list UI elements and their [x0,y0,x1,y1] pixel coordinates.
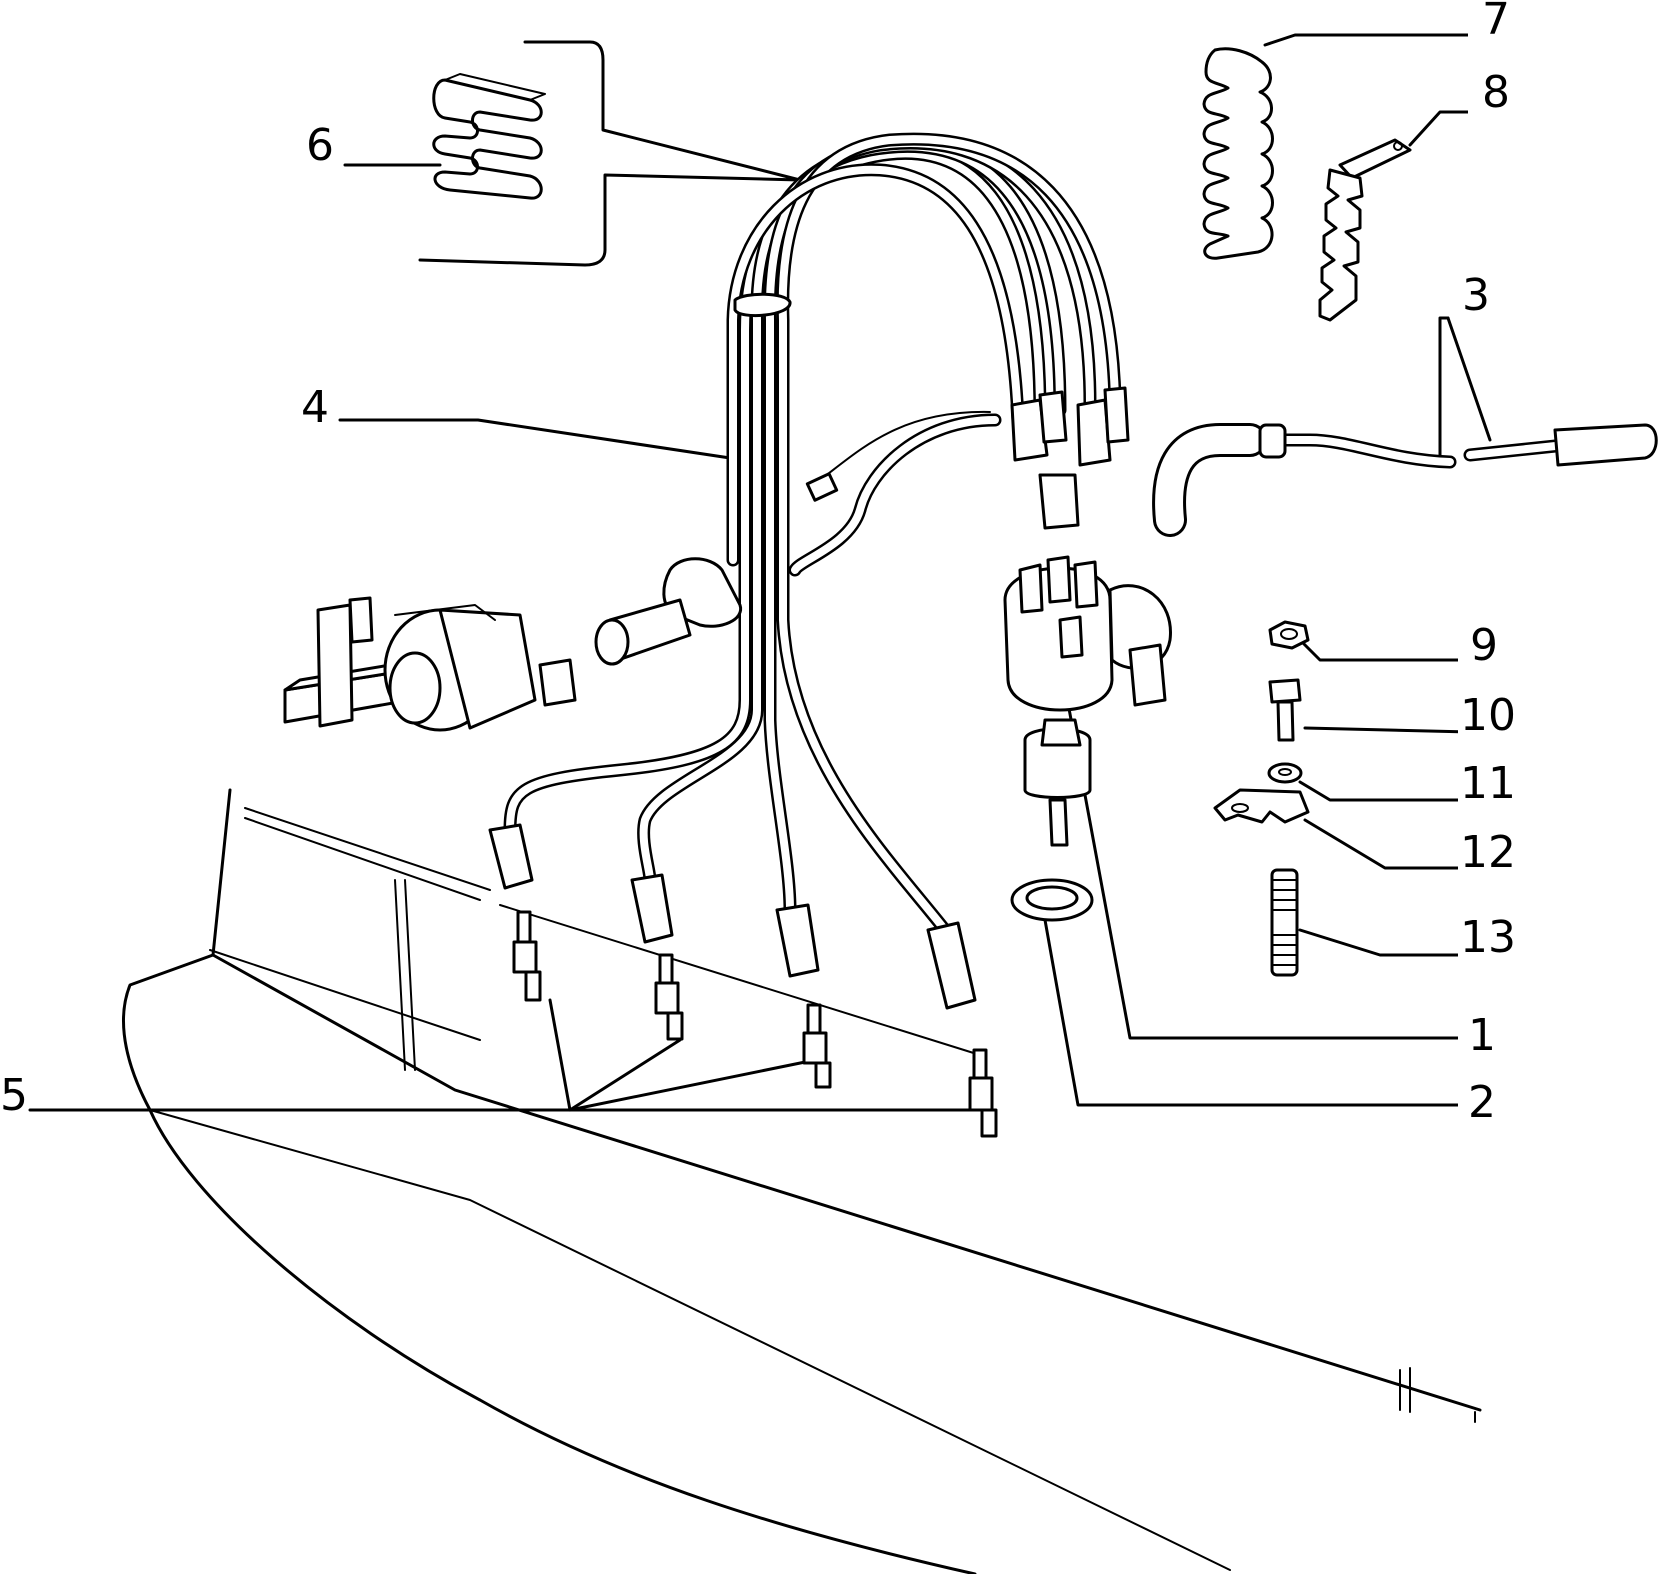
callout-11: 11 [1460,758,1516,809]
leader-1 [1058,658,1472,1040]
spark-plug-2 [654,953,684,1041]
leader-12 [1303,818,1472,870]
coil-lead-3 [1152,423,1658,537]
callout-8: 8 [1482,67,1510,118]
callout-labels: 1 2 3 4 5 6 7 8 9 10 11 12 13 [0,0,1516,1128]
spark-plug-3 [802,1003,832,1089]
leader-5-plug1 [548,998,572,1112]
callout-3: 3 [1462,270,1490,321]
coil-lead-right [1463,423,1658,467]
leader-6-bracket [418,40,802,267]
spark-plug-1 [512,910,542,1002]
leader-lines [28,33,1492,1112]
callout-2: 2 [1468,1077,1496,1128]
car-body-outline [122,788,1482,1574]
wire-coil [726,163,1025,567]
distributor-1 [1003,473,1172,847]
leader-3a [1438,316,1450,464]
callout-9: 9 [1470,620,1498,671]
leader-13 [1298,928,1472,957]
nut-9 [1268,620,1310,650]
callout-13: 13 [1460,912,1516,963]
dist-boot-1 [1010,398,1049,462]
callout-12: 12 [1460,827,1516,878]
ignition-lead-set-4 [488,132,1130,1010]
wire-separator-6 [432,73,546,200]
leader-2 [1043,918,1472,1107]
boot-3 [775,903,820,978]
washer-11 [1267,762,1303,784]
wire-clip [733,292,792,317]
callout-6: 6 [306,120,334,171]
leader-3b [1446,316,1492,442]
leader-10 [1303,726,1472,734]
leader-9 [1298,638,1472,662]
callout-10: 10 [1460,690,1516,741]
dist-boot-4 [1103,386,1130,444]
callout-7: 7 [1482,0,1510,45]
wire-separator-7 [1202,47,1274,260]
leader-8 [1408,110,1482,147]
bracket-separator-8 [1318,138,1412,322]
wire-2 [637,140,1067,887]
spark-plug-4 [968,1048,998,1138]
leader-4 [338,418,732,460]
boot-4 [926,921,977,1010]
leader-5-plug2 [568,1038,682,1112]
callout-1: 1 [1468,1010,1496,1061]
stud-13 [1270,868,1299,977]
dist-boot-3 [1076,398,1112,467]
callout-4: 4 [301,382,329,433]
coil-connector [594,557,743,666]
leader-7 [1263,33,1482,47]
callout-5: 5 [0,1070,28,1121]
boot-1 [488,823,534,890]
wire-harness-branch [788,410,1002,577]
coil-lead-left [1152,423,1457,537]
ignition-module [283,596,577,732]
boot-2 [630,873,674,944]
seal-ring-2 [1010,878,1094,922]
clamp-12 [1213,788,1310,824]
leader-5-plug3 [568,1058,817,1112]
wire-1 [503,146,1047,837]
bolt-10 [1268,678,1302,742]
leader-11 [1298,780,1472,802]
dist-boot-2 [1038,390,1068,444]
spark-plugs-5 [512,910,998,1138]
